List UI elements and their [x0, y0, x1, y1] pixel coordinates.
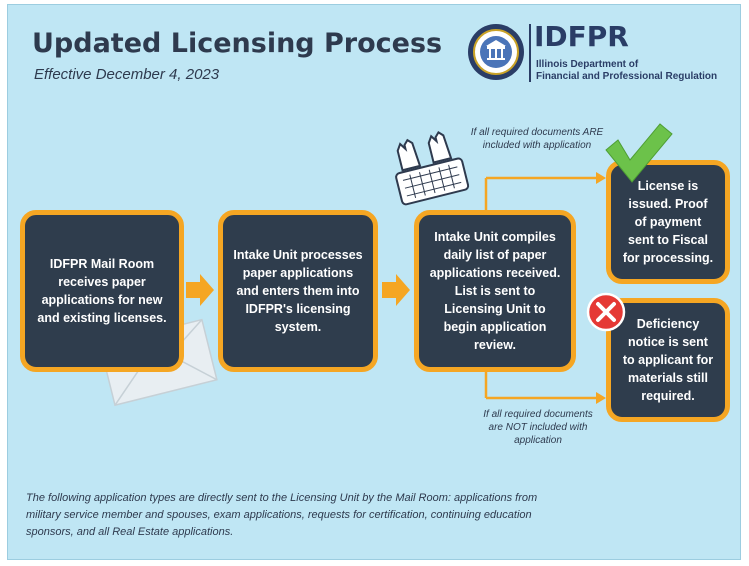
seal-logo-icon — [466, 22, 526, 82]
keyboard-hands-icon — [395, 131, 470, 206]
org-abbreviation: IDFPR — [534, 20, 629, 53]
step-intake-processing: Intake Unit processes paper applications… — [218, 210, 378, 372]
effective-date: Effective December 4, 2023 — [34, 66, 220, 83]
org-name-line2: Financial and Professional Regulation — [536, 71, 718, 82]
step-intake-compiles: Intake Unit compiles daily list of paper… — [414, 210, 576, 372]
outcome-license-issued: License is issued. Proof of payment sent… — [606, 160, 730, 284]
arrow-right-icon — [596, 172, 606, 184]
arrow-right-icon — [186, 274, 214, 306]
footer-note: The following application types are dire… — [26, 492, 538, 538]
org-name-line1: Illinois Department of — [536, 59, 639, 70]
logo-divider — [529, 24, 531, 82]
step-mail-room: IDFPR Mail Room receives paper applicati… — [20, 210, 184, 372]
outcome-deficiency-notice: Deficiency notice is sent to applicant f… — [606, 298, 730, 422]
page-title: Updated Licensing Process — [32, 28, 443, 59]
branch-yes-label: If all required documents ARE included w… — [470, 127, 604, 151]
arrow-right-icon — [596, 392, 606, 404]
branch-no-label: If all required documents are NOT includ… — [483, 409, 593, 446]
arrow-right-icon — [382, 274, 410, 306]
